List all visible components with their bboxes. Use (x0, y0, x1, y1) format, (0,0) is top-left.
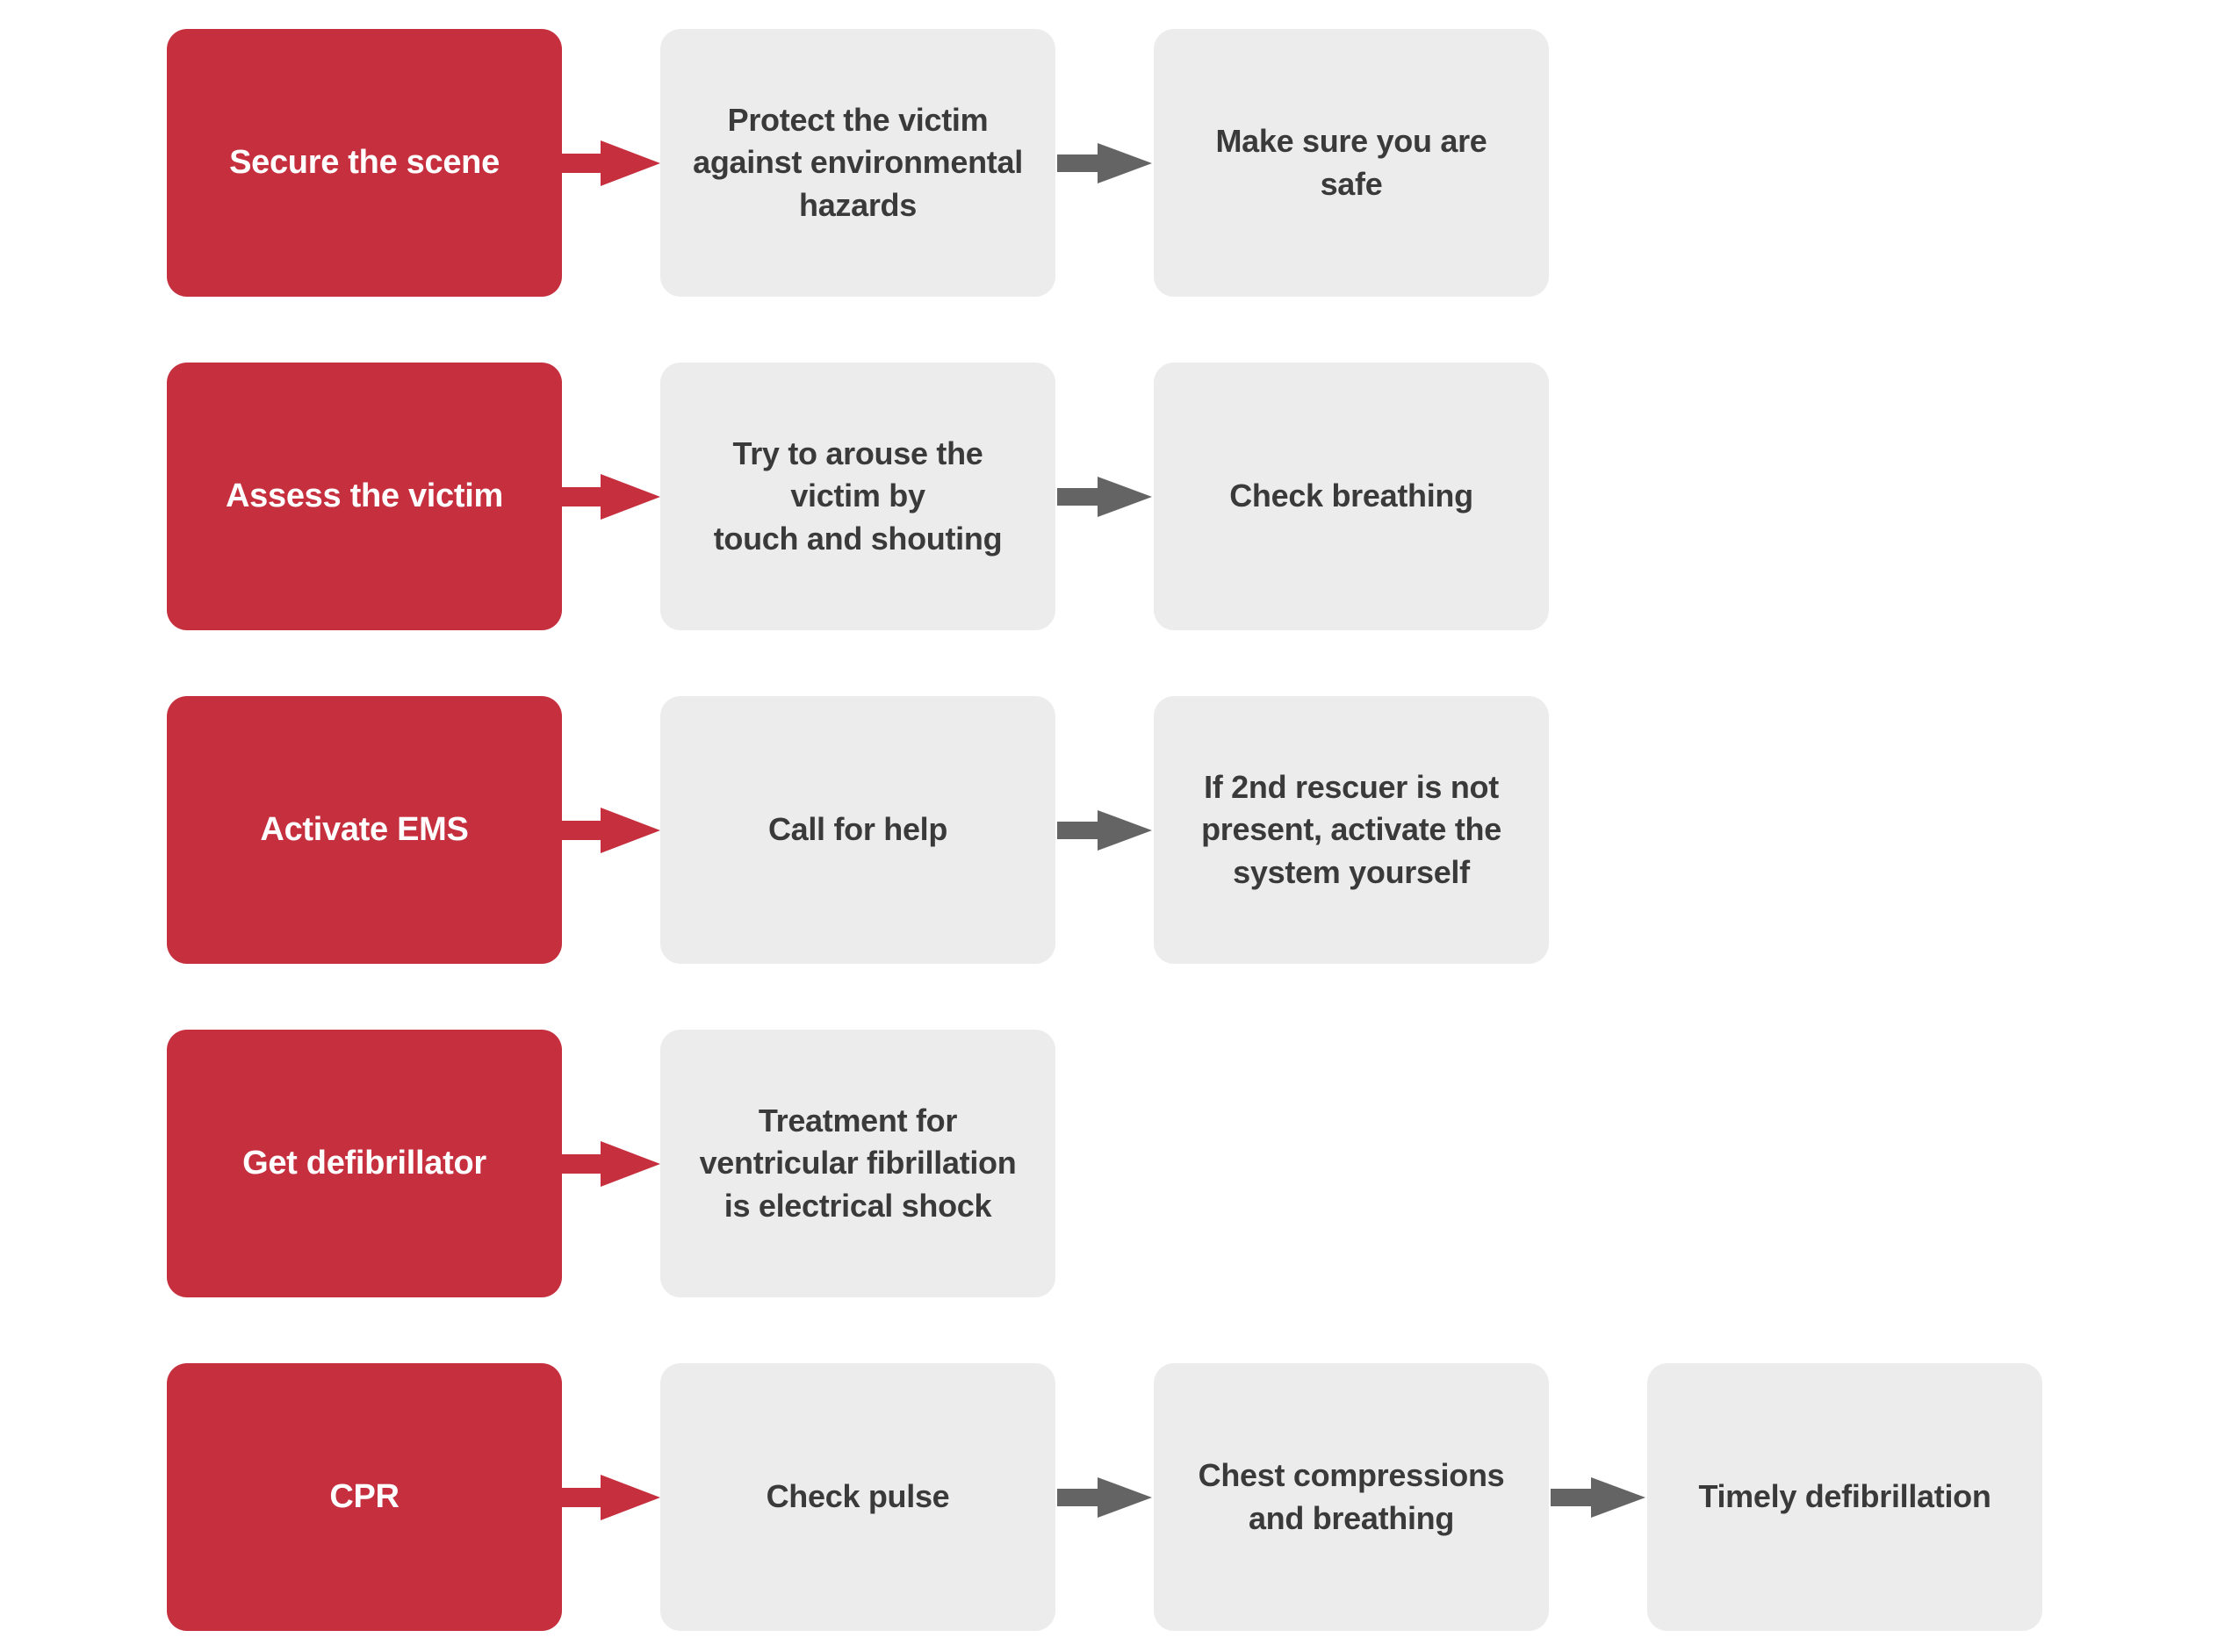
red-arrow-icon (562, 140, 660, 186)
step-box-assess-the-victim: Assess the victim (167, 363, 562, 630)
info-card-make-sure-safe: Make sure you are safe (1154, 29, 1549, 297)
card-label: Chest compressions and breathing (1198, 1456, 1505, 1536)
card-label: Treatment for ventricular fibrillation i… (699, 1102, 1017, 1224)
red-arrow-icon (562, 807, 660, 853)
card-label: Call for help (767, 811, 948, 848)
gray-arrow-icon (1055, 809, 1154, 851)
info-card-check-breathing: Check breathing (1154, 363, 1549, 630)
info-card-call-for-help: Call for help (660, 696, 1055, 964)
info-card-timely-defibrillation: Timely defibrillation (1647, 1363, 2042, 1631)
info-card-arouse-victim: Try to arouse the victim by touch and sh… (660, 363, 1055, 630)
step-label: Assess the victim (226, 477, 503, 514)
card-label: Timely defibrillation (1698, 1478, 1991, 1515)
card-label: Make sure you are safe (1215, 122, 1487, 202)
step-label: Activate EMS (260, 810, 469, 848)
info-card-check-pulse: Check pulse (660, 1363, 1055, 1631)
card-label: Check pulse (766, 1478, 950, 1515)
flow-row-secure-scene: Secure the scene Protect the victim agai… (167, 29, 2239, 297)
step-box-cpr: CPR (167, 1363, 562, 1631)
red-arrow-icon (562, 473, 660, 520)
gray-arrow-icon (1549, 1476, 1647, 1518)
step-label: Get defibrillator (242, 1144, 486, 1182)
flow-row-activate-ems: Activate EMS Call for help If 2nd rescue… (167, 696, 2239, 964)
card-label: Protect the victim against environmental… (693, 101, 1023, 223)
step-label: CPR (329, 1477, 400, 1515)
step-box-activate-ems: Activate EMS (167, 696, 562, 964)
red-arrow-icon (562, 1474, 660, 1520)
gray-arrow-icon (1055, 1476, 1154, 1518)
step-box-secure-the-scene: Secure the scene (167, 29, 562, 297)
info-card-second-rescuer: If 2nd rescuer is not present, activate … (1154, 696, 1549, 964)
step-label: Secure the scene (229, 143, 500, 181)
flow-row-cpr: CPR Check pulse Chest compressions and b… (167, 1363, 2239, 1631)
card-label: Check breathing (1229, 478, 1473, 514)
info-card-chest-compressions: Chest compressions and breathing (1154, 1363, 1549, 1631)
info-card-protect-victim: Protect the victim against environmental… (660, 29, 1055, 297)
flow-row-get-defibrillator: Get defibrillator Treatment for ventricu… (167, 1030, 2239, 1297)
gray-arrow-icon (1055, 142, 1154, 183)
card-label: If 2nd rescuer is not present, activate … (1201, 768, 1501, 890)
flow-row-assess-victim: Assess the victim Try to arouse the vict… (167, 363, 2239, 630)
gray-arrow-icon (1055, 476, 1154, 517)
info-card-ventricular-fibrillation: Treatment for ventricular fibrillation i… (660, 1030, 1055, 1297)
step-box-get-defibrillator: Get defibrillator (167, 1030, 562, 1297)
card-label: Try to arouse the victim by touch and sh… (713, 435, 1003, 557)
red-arrow-icon (562, 1140, 660, 1187)
